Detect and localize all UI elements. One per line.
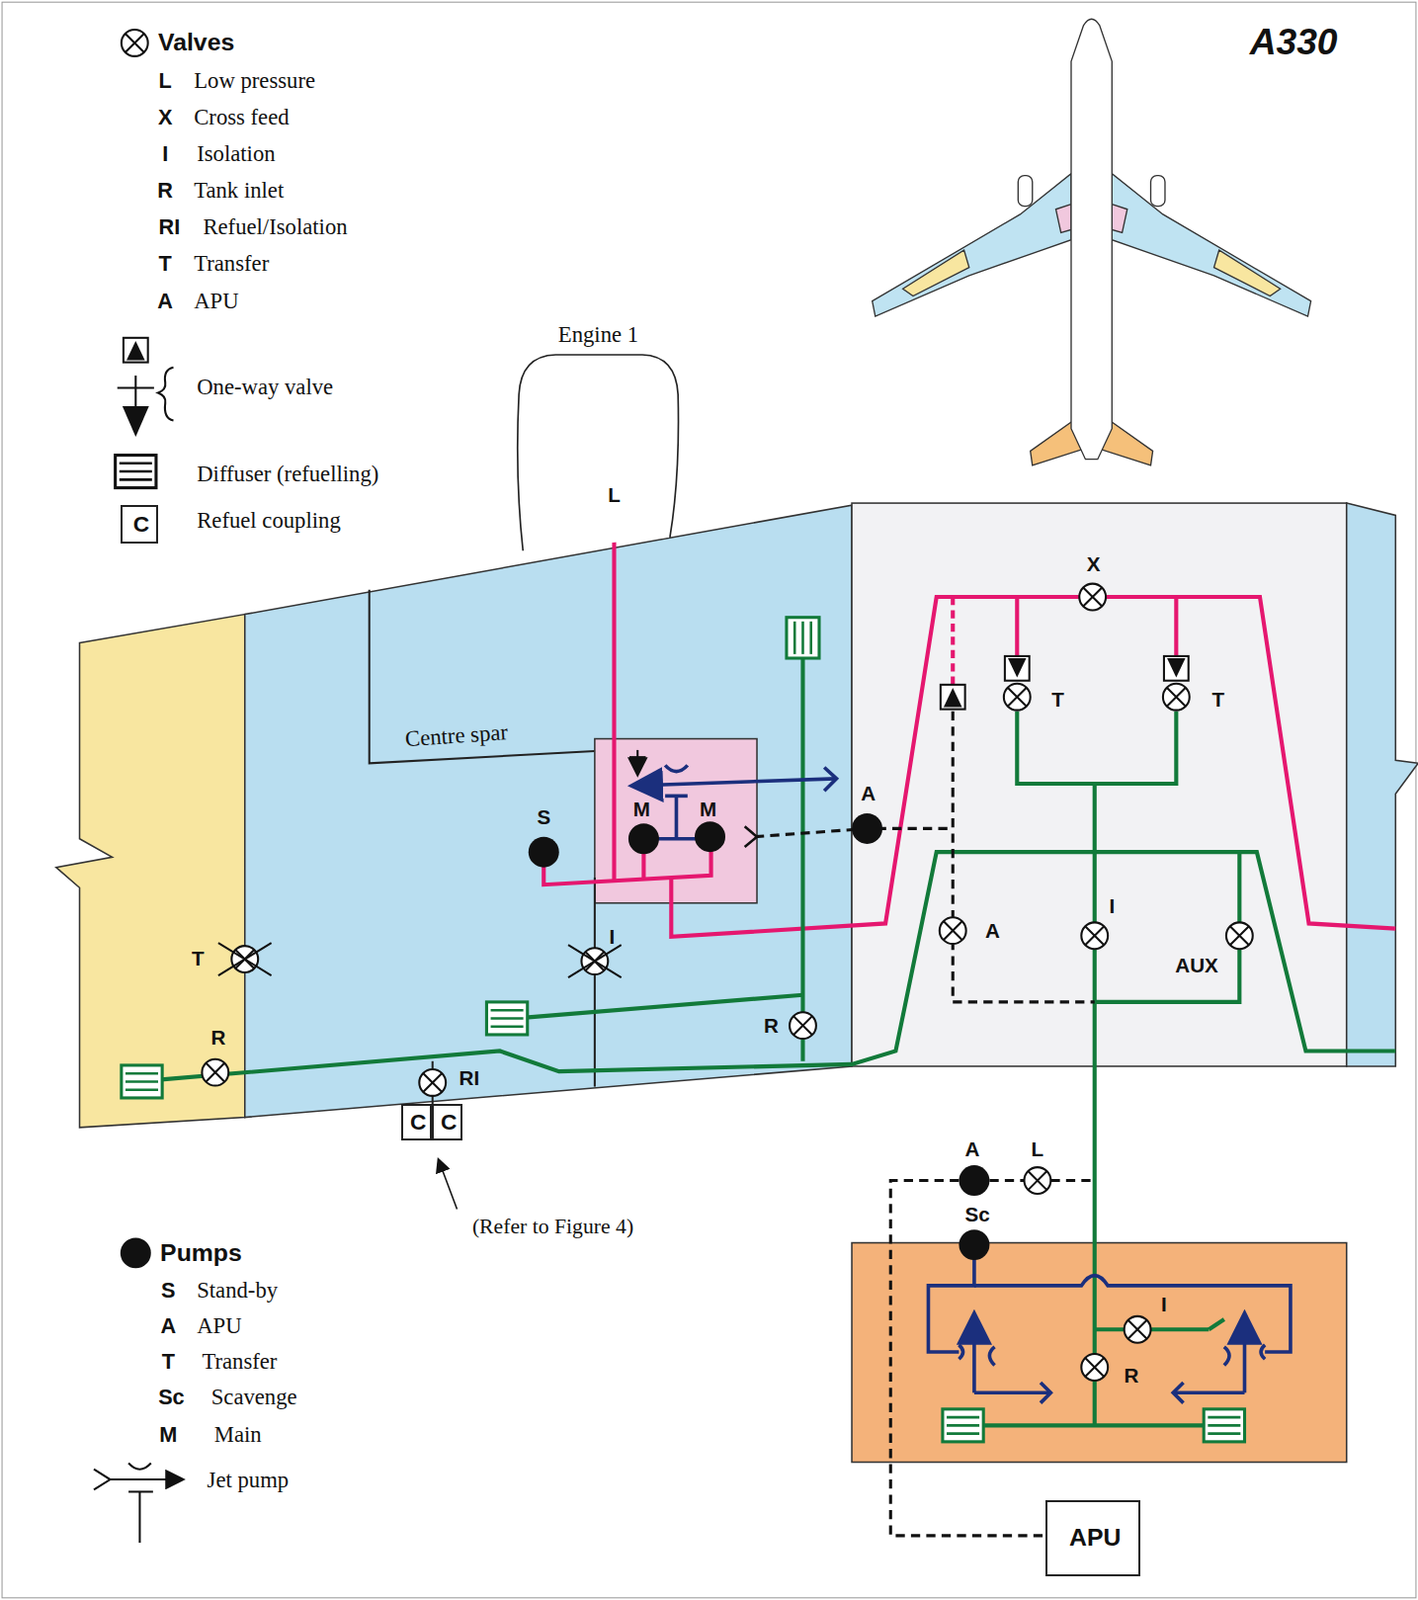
code-label: X (158, 106, 172, 129)
legend-text: Isolation (196, 143, 275, 167)
legend-text: Transfer (201, 1350, 277, 1374)
coupling-box: C (120, 504, 159, 544)
legend-text: Refuel coupling (196, 508, 341, 532)
code-label: A (160, 1315, 176, 1337)
code-label: M (159, 1423, 177, 1446)
code-label: RI (459, 1068, 481, 1089)
legend-text: Jet pump (207, 1469, 290, 1493)
code-label: R (1123, 1364, 1139, 1386)
apu-box: APU (1045, 1500, 1141, 1577)
coupling-box: C (401, 1103, 432, 1141)
code-label: M (633, 798, 651, 820)
code-label: I (1161, 1294, 1168, 1316)
code-label: Pumps (160, 1240, 243, 1265)
code-label: RI (159, 216, 181, 239)
code-label: T (159, 253, 172, 276)
code-label: T (162, 1350, 175, 1373)
code-label: R (763, 1014, 779, 1036)
legend-text: Diffuser (refuelling) (196, 463, 379, 487)
node-text: APU (1069, 1525, 1121, 1551)
code-label: S (161, 1279, 175, 1302)
node-text: C (133, 512, 150, 536)
code-label: I (162, 143, 168, 166)
legend-text: Stand-by (196, 1279, 278, 1303)
title-text: A330 (1250, 24, 1338, 62)
code-label: A (860, 783, 876, 805)
code-label: T (191, 948, 205, 970)
code-label: Sc (158, 1387, 185, 1410)
code-label: I (609, 925, 616, 947)
engine-nacelle: Engine 1 (514, 353, 681, 553)
code-label: T (1051, 689, 1065, 711)
legend-text: Low pressure (193, 69, 316, 92)
code-label: R (210, 1027, 226, 1049)
code-label: S (536, 807, 551, 829)
code-label: L (159, 70, 172, 92)
legend-text: Cross feed (193, 105, 289, 129)
legend-text: APU (193, 289, 239, 313)
code-label: AUX (1174, 954, 1218, 976)
code-label: M (699, 798, 717, 820)
node-text: C (440, 1110, 457, 1134)
engine-label: Engine 1 (558, 324, 639, 347)
legend-text: Main (214, 1422, 262, 1446)
legend-text: Refuel/Isolation (202, 216, 347, 240)
code-label: X (1086, 554, 1101, 576)
code-label: (Refer to Figure 4) (472, 1216, 634, 1239)
code-label: A (157, 290, 173, 313)
nacelle-outline (514, 353, 681, 553)
code-label: T (1211, 689, 1225, 711)
legend-text: Tank inlet (193, 179, 284, 203)
node-text: C (410, 1110, 426, 1134)
legend-text: Scavenge (211, 1386, 298, 1410)
code-label: Valves (158, 30, 235, 56)
code-label: L (607, 484, 621, 505)
code-label: A (985, 919, 1001, 941)
legend-text: APU (196, 1315, 242, 1338)
coupling-box: C (431, 1103, 463, 1141)
code-label: R (157, 179, 173, 202)
legend-text: Transfer (193, 252, 269, 276)
code-label: I (1108, 895, 1115, 917)
code-label: Sc (964, 1203, 990, 1225)
code-label: L (1031, 1138, 1045, 1160)
code-label: A (964, 1138, 980, 1160)
legend-text: One-way valve (196, 376, 334, 400)
